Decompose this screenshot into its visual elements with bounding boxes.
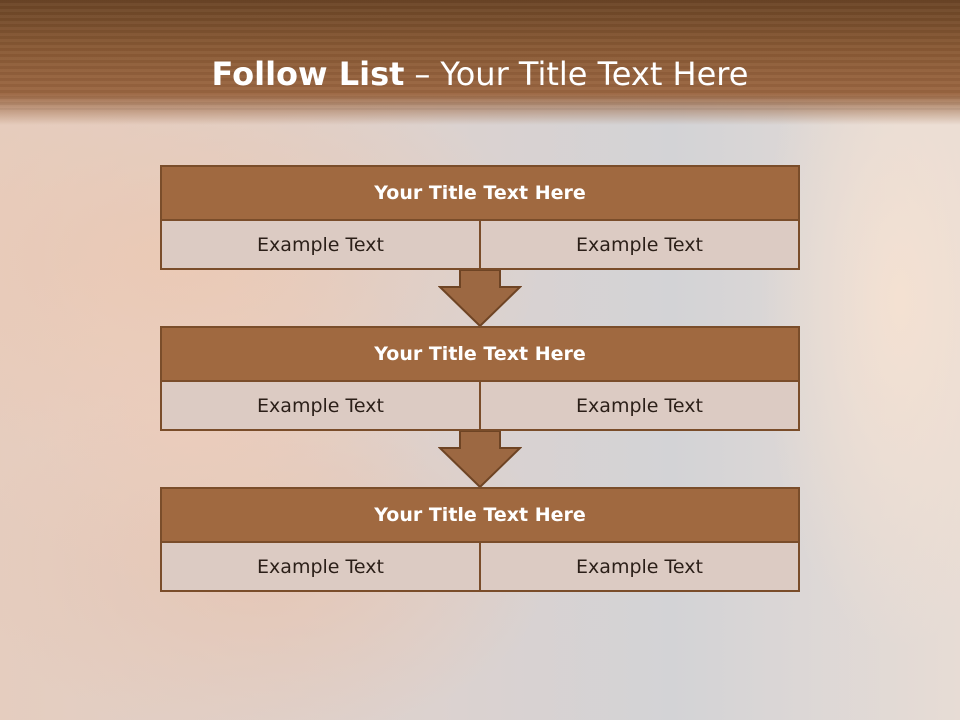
block-title: Your Title Text Here [160,326,800,382]
title-bar-texture [0,0,960,110]
down-arrow-icon [438,270,522,328]
block-cell-left: Example Text [160,543,481,592]
block-title: Your Title Text Here [160,165,800,221]
down-arrow-icon [438,431,522,489]
slide-title: Follow List–Your Title Text Here [0,55,960,93]
list-block-3: Your Title Text Here Example Text Exampl… [160,487,800,592]
slide-title-rest: Your Title Text Here [440,55,749,93]
block-cell-right: Example Text [481,382,800,431]
block-cell-left: Example Text [160,221,481,270]
block-cell-right: Example Text [481,543,800,592]
list-block-1: Your Title Text Here Example Text Exampl… [160,165,800,270]
block-cell-right: Example Text [481,221,800,270]
block-cell-left: Example Text [160,382,481,431]
title-bar [0,0,960,125]
block-row: Example Text Example Text [160,382,800,431]
list-block-2: Your Title Text Here Example Text Exampl… [160,326,800,431]
block-row: Example Text Example Text [160,221,800,270]
block-row: Example Text Example Text [160,543,800,592]
block-title: Your Title Text Here [160,487,800,543]
slide-title-dash: – [414,55,431,93]
slide-title-bold: Follow List [211,55,405,93]
